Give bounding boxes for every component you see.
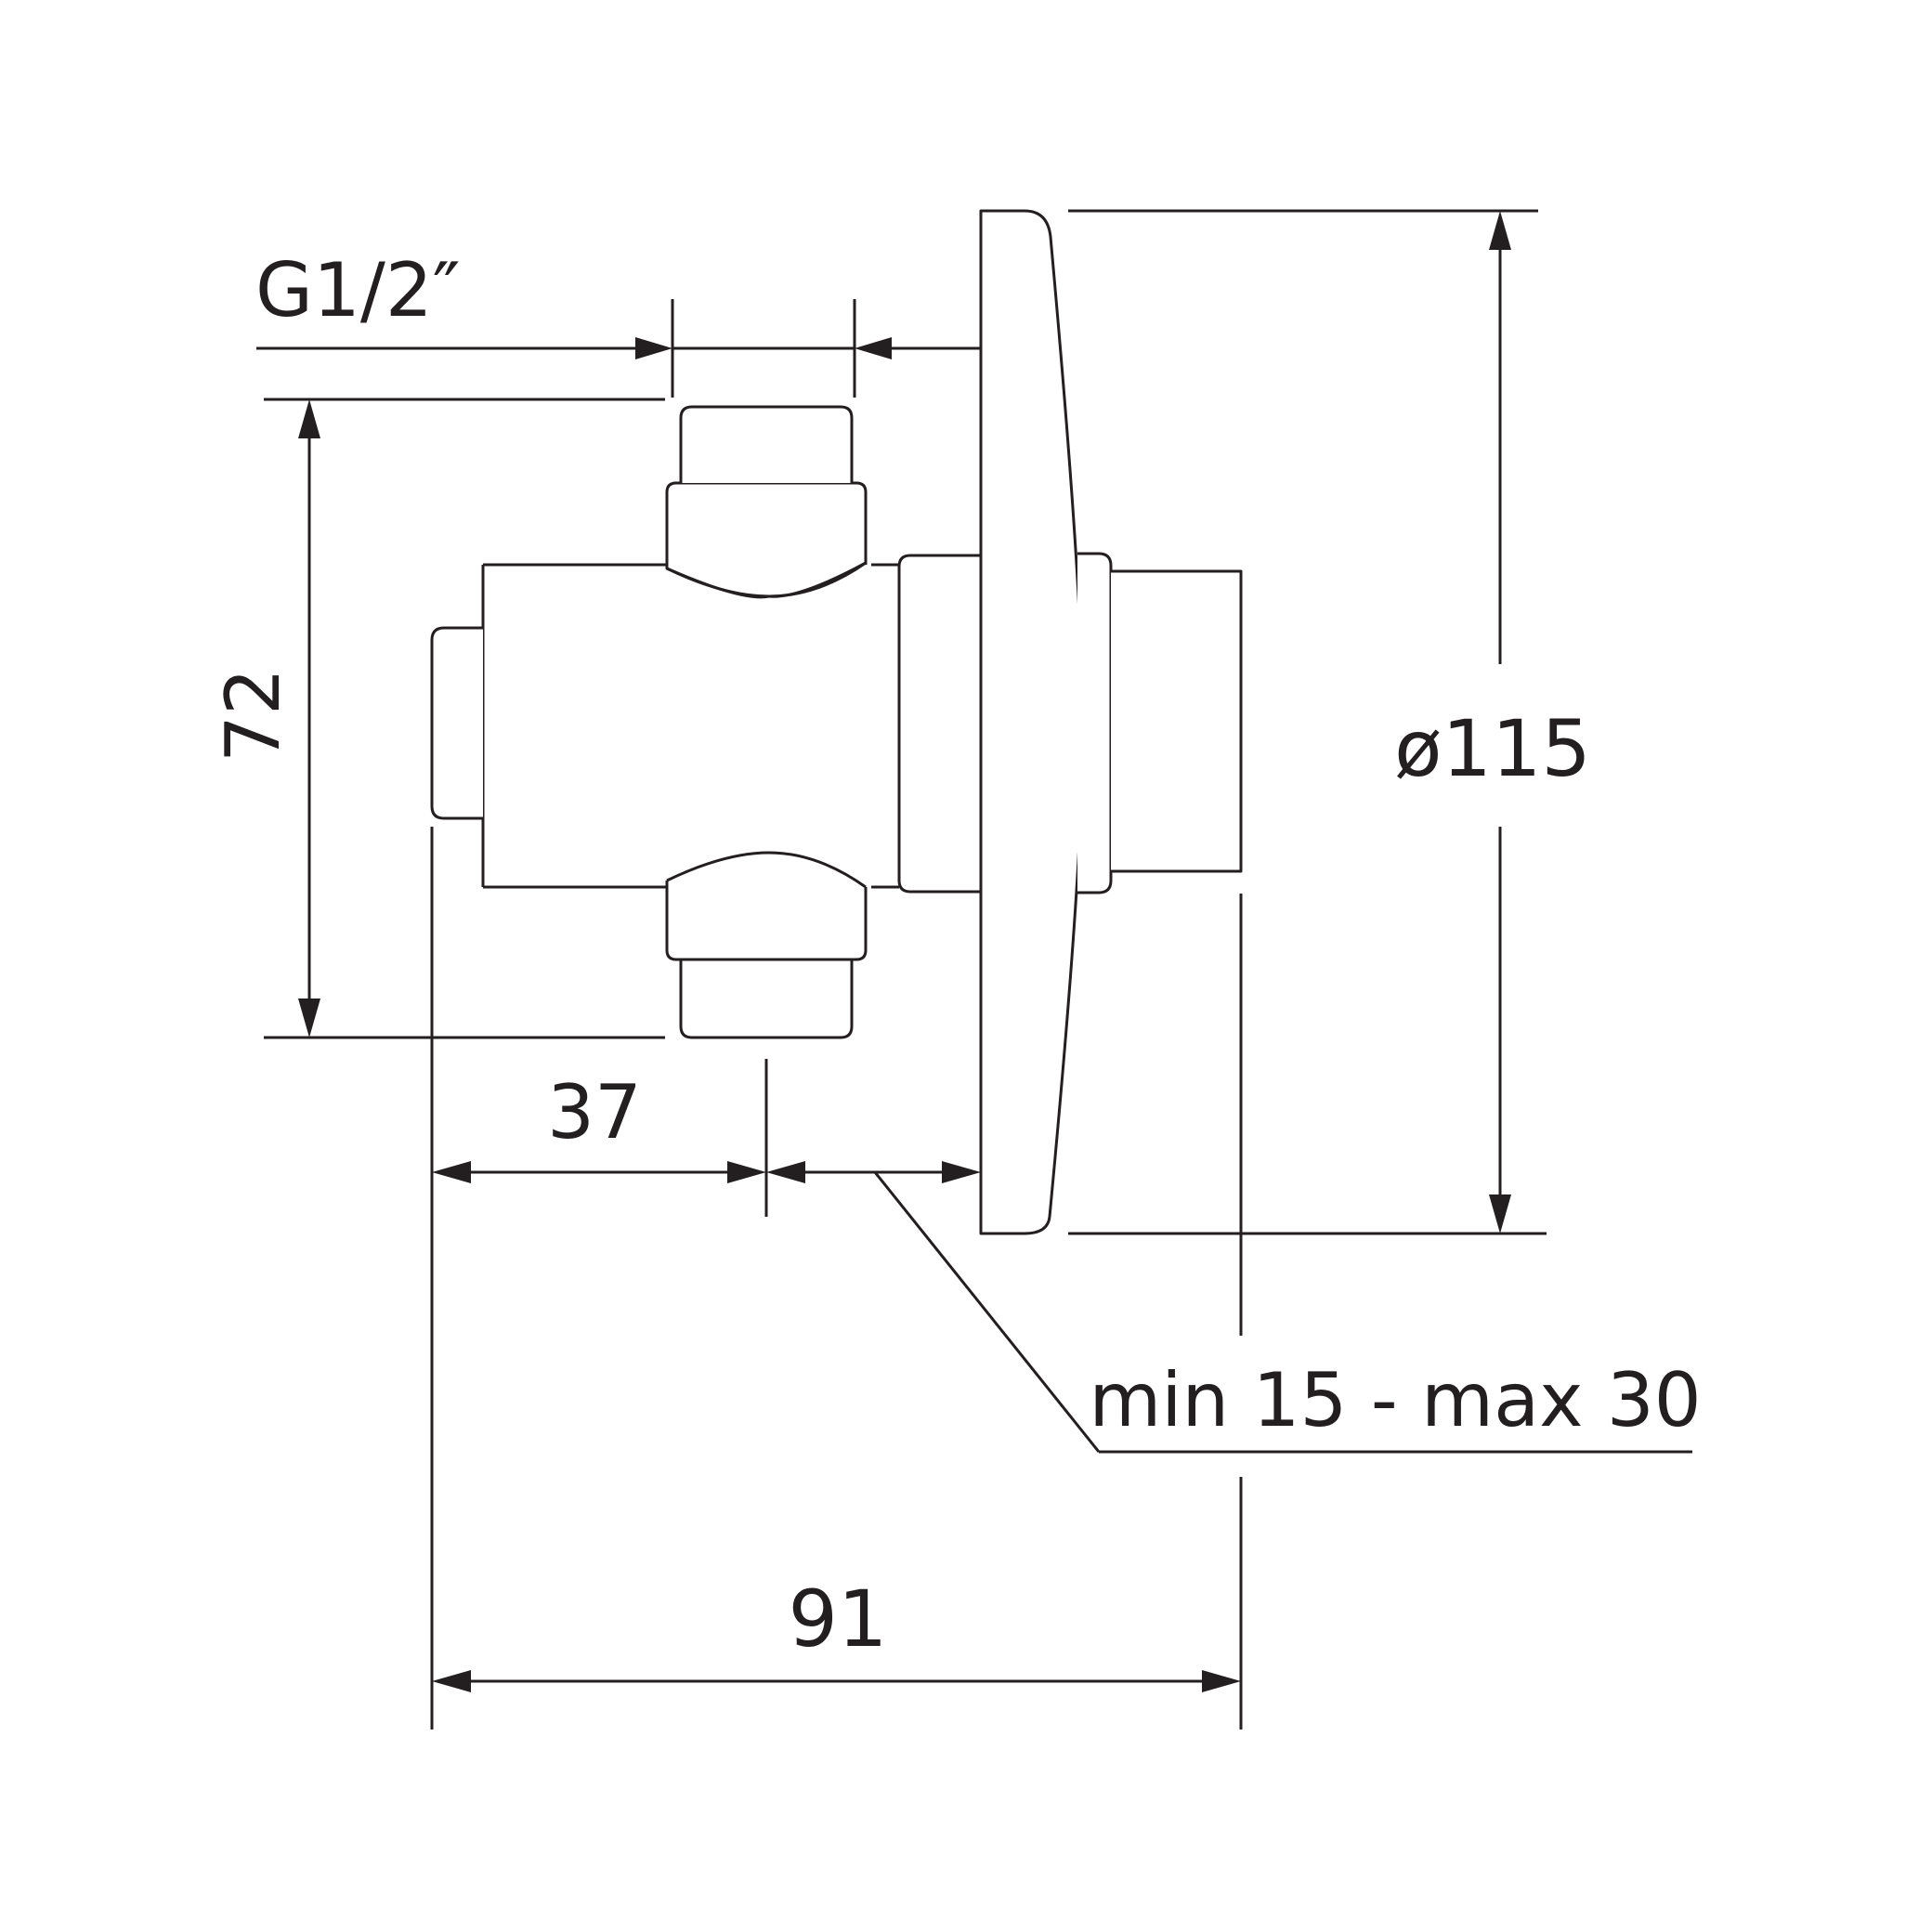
dim-label-diameter: ø115 [1394, 703, 1591, 794]
left-end-cap [430, 626, 483, 820]
dimension-inlet-depth: 37 [430, 827, 981, 1730]
dim-label-thread: G1/2″ [255, 247, 461, 333]
push-button-collar [1077, 552, 1113, 894]
bottom-coupling-curve [666, 851, 867, 889]
top-coupling-curve [666, 561, 867, 598]
dimension-diameter: ø115 [1068, 209, 1591, 1235]
flange-collar [897, 554, 981, 894]
dimension-thread-size: G1/2″ [255, 247, 981, 398]
valve-body-outline [430, 209, 1243, 1235]
dimension-height: 72 [210, 398, 665, 1039]
push-button[interactable] [1111, 569, 1243, 873]
valve-main-body [481, 563, 899, 889]
bottom-outlet-pipe [679, 959, 854, 1039]
top-inlet-pipe [679, 405, 854, 483]
cover-flange [979, 209, 1085, 1235]
dim-label-total-length: 91 [789, 1573, 888, 1664]
dim-label-height: 72 [210, 668, 296, 763]
dimension-total-length: 91 [432, 894, 1243, 1730]
dim-label-inlet-depth: 37 [547, 1069, 642, 1155]
dim-label-wall-range: min 15 - max 30 [1089, 1357, 1701, 1443]
leader-wall-range: min 15 - max 30 [873, 1171, 1702, 1454]
bottom-coupling-nut [665, 881, 868, 961]
